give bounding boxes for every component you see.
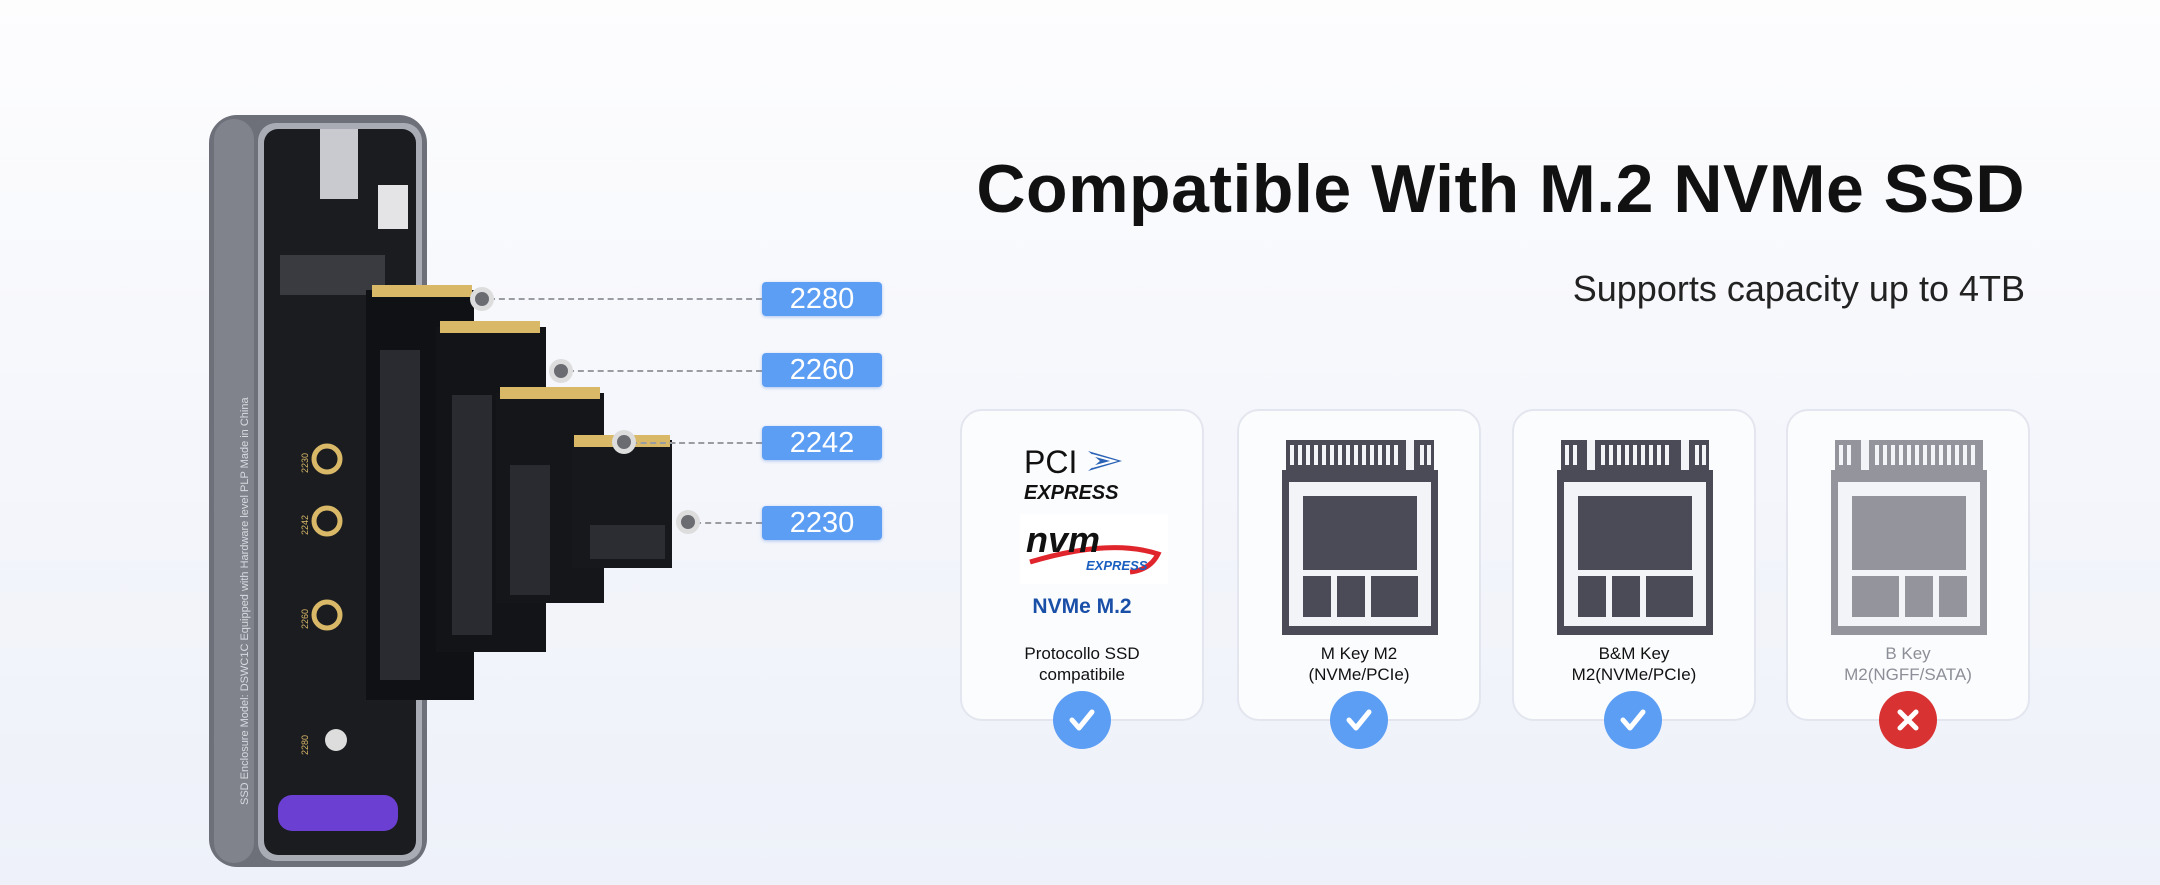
card-label-line2: M2(NVMe/PCIe) (1571, 665, 1697, 684)
cross-badge-b-key (1879, 691, 1937, 749)
pci-express-logo: PCI EXPRESS (1024, 444, 1122, 504)
card-label-line2: M2(NGFF/SATA) (1844, 665, 1972, 684)
leader-line-2242 (631, 442, 762, 444)
card-label-line1: B Key (1885, 644, 1931, 663)
m2-ssd-bm-key-icon (1557, 440, 1713, 635)
check-icon (1069, 709, 1095, 731)
dot-2242 (617, 435, 631, 449)
card-label-line2: (NVMe/PCIe) (1308, 665, 1410, 684)
size-label-2280: 2280 (762, 282, 882, 316)
check-badge-m-key (1330, 691, 1388, 749)
svg-text:PCI: PCI (1024, 444, 1077, 480)
size-label-2242: 2242 (762, 426, 882, 460)
card-protocol: PCI EXPRESS nvm EXPRESS NVMe M.2 Protoco… (960, 409, 1204, 721)
nvm-express-logo: nvm EXPRESS (1020, 514, 1168, 584)
device-side-text: SSD Enclosure Model: DSWC1C Equipped wit… (239, 397, 251, 805)
page-subtitle: Supports capacity up to 4TB (1572, 268, 2025, 309)
card-label: M Key M2 (NVMe/PCIe) (1239, 643, 1479, 685)
card-label-line1: B&M Key (1598, 644, 1670, 663)
hole-label-2242: 2242 (300, 515, 310, 535)
hole-label-2260: 2260 (300, 609, 310, 629)
leader-line-2280 (489, 298, 762, 300)
card-m-key: M Key M2 (NVMe/PCIe) (1237, 409, 1481, 721)
card-label: Protocollo SSD compatibile (962, 643, 1202, 685)
card-label-line1: M Key M2 (1320, 644, 1398, 663)
size-label-2260: 2260 (762, 353, 882, 387)
ssd-enclosure-illustration: SSD Enclosure Model: DSWC1C Equipped wit… (209, 115, 672, 867)
check-icon (1346, 709, 1372, 731)
m2-ssd-b-key-icon (1831, 440, 1987, 635)
size-label-2230: 2230 (762, 506, 882, 540)
hole-label-2280: 2280 (300, 735, 310, 755)
svg-text:nvm: nvm (1026, 519, 1100, 560)
leader-line-2260 (568, 370, 762, 372)
hole-label-2230: 2230 (300, 453, 310, 473)
card-label-line1: Protocollo SSD (1024, 644, 1140, 663)
dot-2260 (554, 364, 568, 378)
ssd-card-2230 (572, 435, 672, 568)
leader-line-2230 (695, 522, 762, 524)
check-badge-protocol (1053, 691, 1111, 749)
check-badge-bm-key (1604, 691, 1662, 749)
page-title: Compatible With M.2 NVMe SSD (976, 151, 2025, 227)
svg-text:EXPRESS: EXPRESS (1024, 482, 1119, 504)
card-label-line2: compatibile (1039, 665, 1125, 684)
x-icon (1897, 709, 1919, 731)
m2-ssd-m-key-icon (1282, 440, 1438, 635)
svg-text:EXPRESS: EXPRESS (1086, 558, 1148, 573)
dot-2230 (681, 515, 695, 529)
check-icon (1620, 709, 1646, 731)
dot-2280 (475, 292, 489, 306)
nvme-m2-logo-text: NVMe M.2 (1032, 595, 1132, 618)
